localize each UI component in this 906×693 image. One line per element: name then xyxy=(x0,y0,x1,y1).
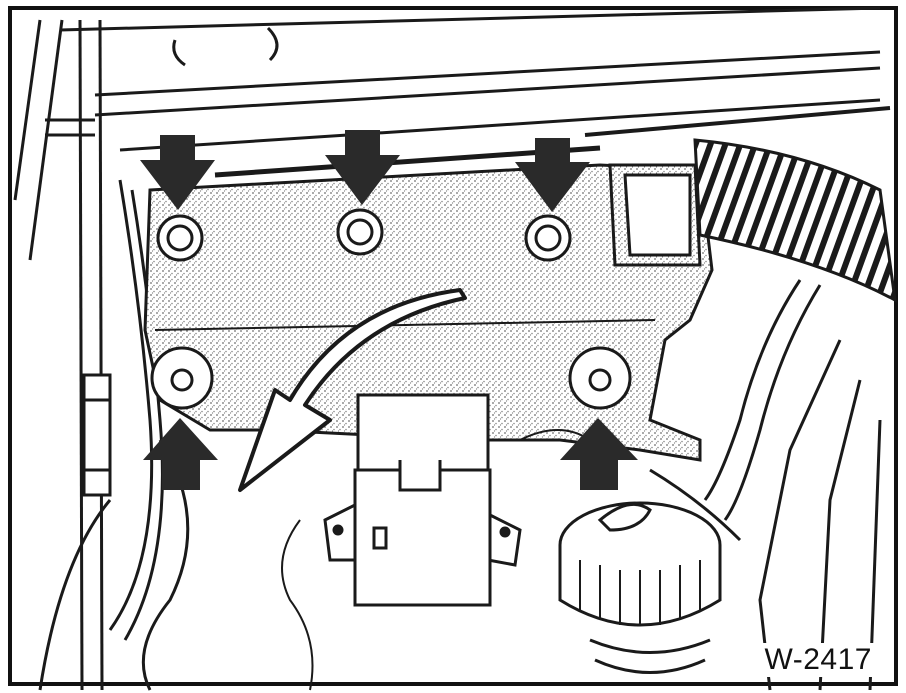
arrow-down-icon xyxy=(515,138,590,212)
corrugated-hose xyxy=(693,138,897,303)
bracket-housing xyxy=(608,163,702,267)
left-cables xyxy=(13,19,190,691)
filler-cap xyxy=(558,501,722,674)
arrow-up-icon xyxy=(560,418,638,490)
arrow-down-icon xyxy=(325,130,400,205)
relay-module xyxy=(323,393,522,607)
mounting-holes xyxy=(150,208,632,410)
arrow-up-icon xyxy=(143,418,218,490)
curved-removal-arrow-icon xyxy=(238,288,467,492)
arrow-down-icon xyxy=(140,135,215,210)
figure-reference-code: W-2417 xyxy=(760,643,876,677)
pointer-arrows xyxy=(140,130,638,490)
cable-connector xyxy=(82,373,112,497)
